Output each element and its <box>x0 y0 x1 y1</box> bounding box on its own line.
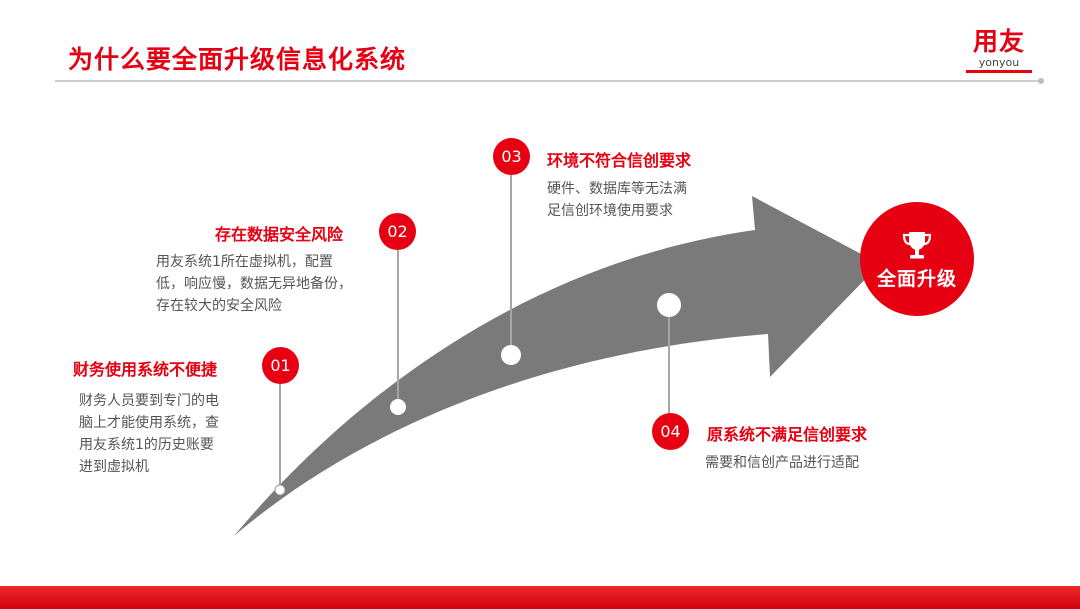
step-title-02: 存在数据安全风险 <box>215 225 344 244</box>
footer-bar <box>0 586 1080 609</box>
growth-arrow <box>234 196 880 536</box>
step-number-02: 02 <box>379 213 416 250</box>
goal-circle: 全面升级 <box>860 202 974 316</box>
step-desc-02: 用友系统1所在虚拟机，配置 低，响应慢，数据无异地备份， 存在较大的安全风险 <box>156 251 352 317</box>
goal-label: 全面升级 <box>876 267 957 290</box>
step-desc-04: 需要和信创产品进行适配 <box>705 452 859 474</box>
step-desc-02-line: 存在较大的安全风险 <box>156 298 282 314</box>
step-number-03: 03 <box>493 138 530 175</box>
step-desc-03-line: 硬件、数据库等无法满 <box>547 181 687 197</box>
arrow-dot-04 <box>657 293 681 317</box>
arrow-dot-03 <box>501 345 521 365</box>
step-desc-03-line: 足信创环境使用要求 <box>547 203 673 219</box>
step-desc-02-line: 低，响应慢，数据无异地备份， <box>156 276 352 292</box>
logo-main-text: 用友 <box>972 27 1025 56</box>
step-title-01: 财务使用系统不便捷 <box>73 360 218 379</box>
logo-sub-text: yonyou <box>978 56 1020 69</box>
step-title-03: 环境不符合信创要求 <box>547 151 692 170</box>
step-desc-03: 硬件、数据库等无法满 足信创环境使用要求 <box>547 178 687 222</box>
page-title: 为什么要全面升级信息化系统 <box>68 45 407 74</box>
step-desc-01-line: 财务人员要到专门的电 <box>79 393 219 409</box>
step-number-04: 04 <box>652 413 689 450</box>
arrow-dot-02 <box>390 399 406 415</box>
yonyou-logo: 用友 yonyou <box>966 28 1032 73</box>
arrow-dot-01 <box>274 484 286 496</box>
step-desc-02-line: 用友系统1所在虚拟机，配置 <box>156 254 333 270</box>
step-desc-01-line: 脑上才能使用系统，查 <box>79 415 219 431</box>
step-desc-04-line: 需要和信创产品进行适配 <box>705 455 859 471</box>
logo-underline <box>966 70 1032 73</box>
step-title-04: 原系统不满足信创要求 <box>707 425 868 444</box>
step-desc-01: 财务人员要到专门的电 脑上才能使用系统，查 用友系统1的历史账要 进到虚拟机 <box>79 390 219 478</box>
step-number-01: 01 <box>262 347 299 384</box>
header-divider <box>55 78 1044 84</box>
step-desc-01-line: 进到虚拟机 <box>79 459 149 475</box>
step-desc-01-line: 用友系统1的历史账要 <box>79 437 214 453</box>
trophy-icon <box>902 231 932 258</box>
